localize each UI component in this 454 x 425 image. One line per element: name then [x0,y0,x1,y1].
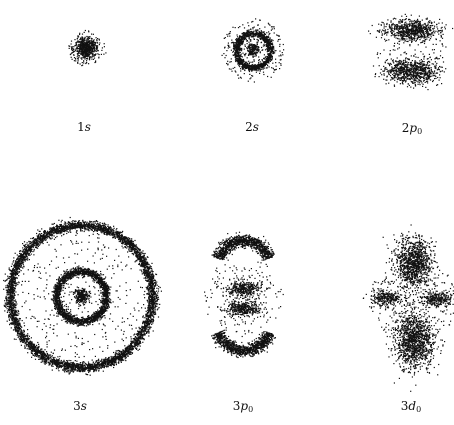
orbital-2p0-density [368,14,454,90]
caption-3s: 3s [73,399,87,414]
caption-2p0-sub: 0 [417,127,422,136]
caption-3d0-sub: 0 [416,405,421,414]
caption-3p0-number: 3 [233,399,241,413]
caption-3s-number: 3 [73,399,81,413]
orbital-3d0-density [363,224,454,392]
caption-2p0-number: 2 [402,121,410,135]
orbital-1s-density [68,30,106,66]
caption-1s-letter: s [85,120,91,134]
caption-2s: 2s [245,120,259,135]
caption-1s: 1s [77,120,91,135]
orbital-2s-density [222,18,285,82]
caption-3d0-number: 3 [401,399,409,413]
caption-2s-letter: s [253,120,259,134]
caption-3d0: 3d0 [401,399,421,414]
orbital-3p0-density [204,232,284,358]
orbital-3s-density [3,217,162,376]
caption-3p0: 3p0 [233,399,253,414]
caption-3s-letter: s [81,399,87,413]
caption-2s-number: 2 [245,120,253,134]
caption-1s-number: 1 [77,120,85,134]
caption-3p0-sub: 0 [248,405,253,414]
caption-2p0: 2p0 [402,121,422,136]
